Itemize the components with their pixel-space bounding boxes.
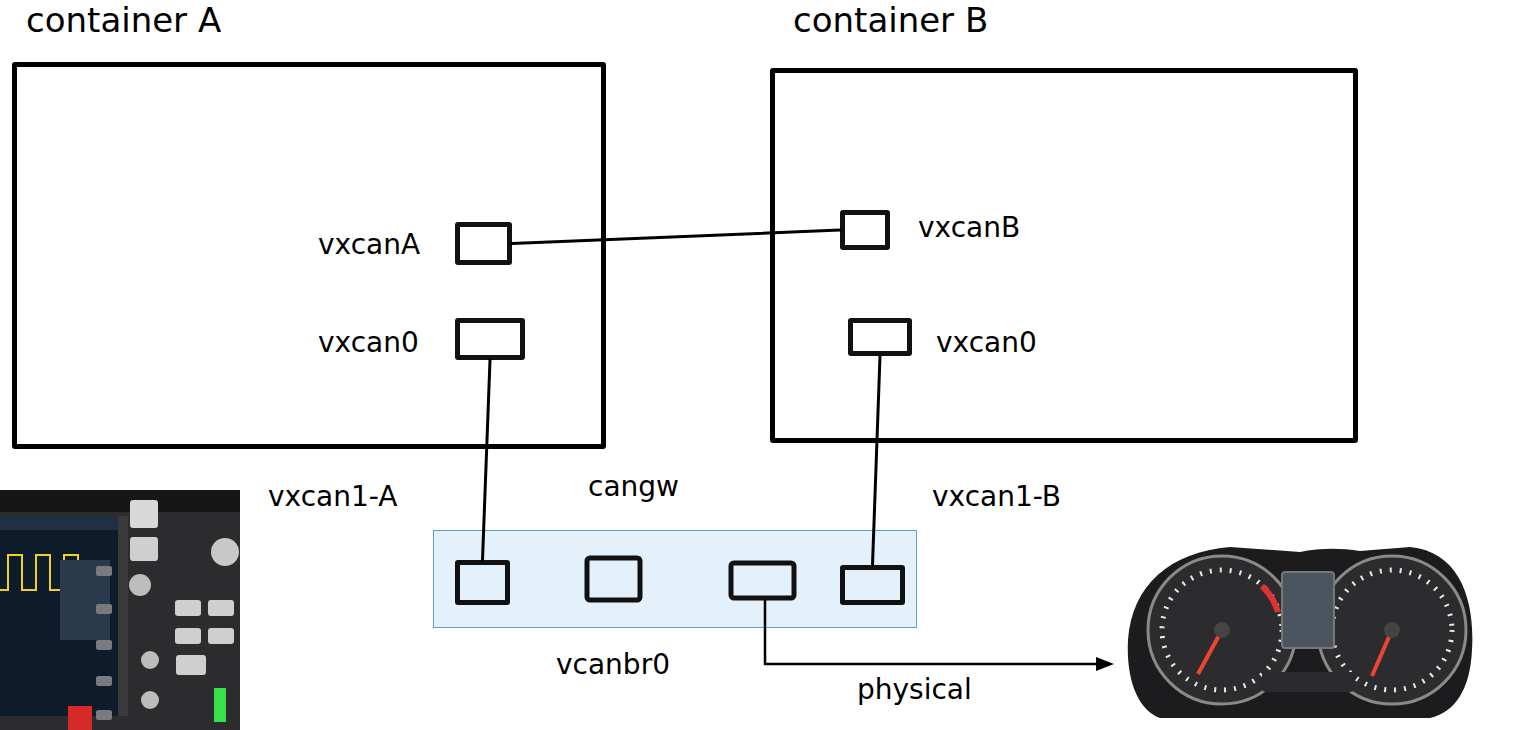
arrow-head — [1096, 657, 1114, 671]
node-name: vxcan1-B — [932, 480, 1061, 514]
container-box: container AvxcanAvxcan0 — [12, 62, 606, 449]
instrument-cluster-illustration — [1128, 547, 1473, 718]
can-interface: vxcan1-A — [455, 560, 510, 605]
node-name: vcanbr0 — [556, 648, 670, 682]
can-interface: vxcan1-B — [840, 565, 905, 605]
can-interface: vxcanA — [455, 222, 512, 265]
can-bridge: vcanbr0vxcan1-Avxcan1-B — [433, 530, 917, 628]
can-interface: vxcan0 — [848, 318, 912, 356]
node-name: vxcan1-A — [268, 480, 397, 514]
node-name: container A — [26, 0, 221, 41]
oscilloscope-illustration — [0, 490, 240, 730]
link-label: physical — [857, 673, 972, 707]
node-name: vxcan0 — [936, 326, 1037, 360]
can-interface: vxcanB — [840, 210, 890, 250]
link-line — [512, 230, 840, 244]
can-interface: vxcan0 — [455, 318, 525, 360]
node-name: vxcan0 — [318, 326, 419, 360]
container-box: container BvxcanBvxcan0 — [770, 68, 1358, 443]
node-name: vxcanA — [318, 228, 420, 262]
node-name: vxcanB — [918, 211, 1020, 245]
link-line — [512, 230, 840, 244]
node-name: container B — [793, 0, 988, 41]
gateway-label: cangw — [588, 470, 679, 504]
